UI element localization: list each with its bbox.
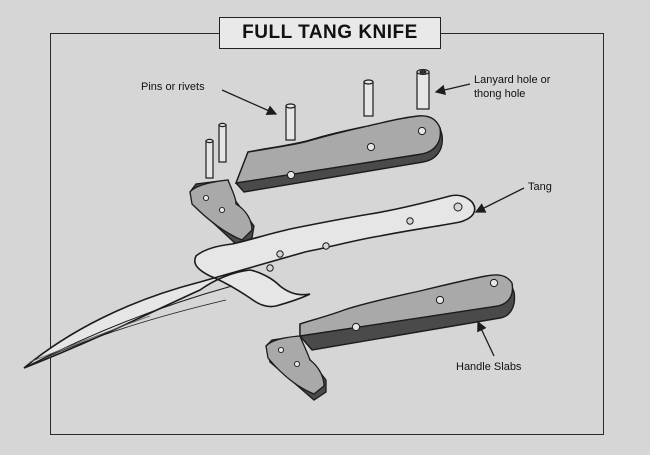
diagram-title-box: FULL TANG KNIFE	[219, 17, 441, 49]
upper-handle-slab	[234, 115, 443, 193]
label-lanyard-line1: Lanyard hole or	[474, 74, 551, 86]
lanyard-arrow	[434, 83, 471, 95]
lower-bolster-slab	[265, 335, 327, 401]
label-handle-slabs: Handle Slabs	[456, 361, 522, 373]
pin-rivets	[205, 68, 430, 179]
knife-blade-tang	[23, 194, 476, 369]
label-tang: Tang	[528, 181, 552, 193]
upper-bolster-slab	[189, 179, 255, 247]
tang-arrow	[474, 187, 525, 213]
slabs-arrow	[477, 320, 495, 357]
lower-handle-slab	[299, 274, 516, 351]
label-pins: Pins or rivets	[141, 81, 205, 93]
diagram-title: FULL TANG KNIFE	[242, 22, 418, 43]
label-lanyard-line2: thong hole	[474, 88, 526, 100]
leader-arrows	[221, 83, 525, 357]
pins-arrow	[221, 89, 278, 116]
